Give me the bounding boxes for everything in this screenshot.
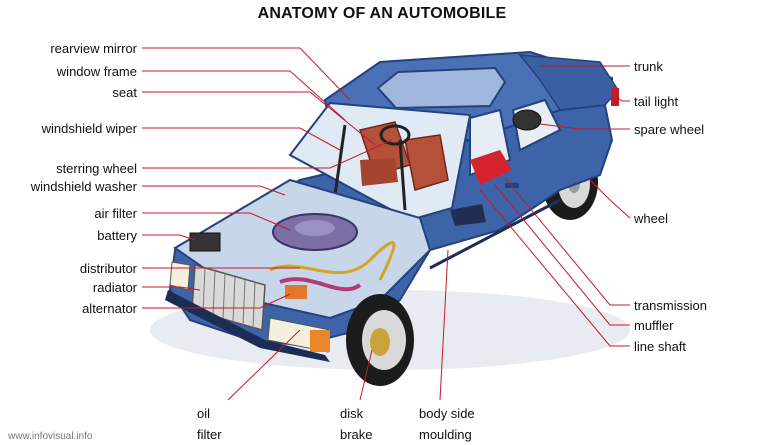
label-trunk: trunk: [634, 59, 663, 74]
leader-alternator: [142, 294, 290, 308]
label-muffler: muffler: [634, 318, 674, 333]
label-body-side-moulding: body side moulding: [419, 406, 475, 442]
label-windshield-wiper: windshield wiper: [42, 121, 137, 136]
label-body-side-moulding-line2: moulding: [419, 427, 475, 442]
leader-radiator: [142, 287, 200, 290]
label-transmission: transmission: [634, 298, 707, 313]
label-oil-filter: oil filter: [197, 406, 222, 442]
label-air-filter: air filter: [94, 206, 137, 221]
label-oil-filter-line2: filter: [197, 427, 222, 442]
leader-wheel: [590, 180, 630, 218]
label-disk-brake: disk brake: [340, 406, 373, 442]
leader-tail-light: [618, 98, 630, 101]
label-body-side-moulding-line1: body side: [419, 406, 475, 421]
leader-windshield-wiper: [142, 128, 340, 150]
leader-steering-wheel: [142, 140, 392, 168]
diagram-title: ANATOMY OF AN AUTOMOBILE: [0, 5, 764, 23]
leader-body-side-moulding: [440, 250, 448, 400]
label-radiator: radiator: [93, 280, 137, 295]
leader-windshield-washer: [142, 186, 285, 195]
label-battery: battery: [97, 228, 137, 243]
label-rearview-mirror: rearview mirror: [50, 41, 137, 56]
leader-disk-brake: [360, 350, 372, 400]
label-disk-brake-line2: brake: [340, 427, 373, 442]
label-spare-wheel: spare wheel: [634, 122, 704, 137]
label-line-shaft: line shaft: [634, 339, 686, 354]
label-seat: seat: [112, 85, 137, 100]
label-windshield-washer: windshield washer: [31, 179, 137, 194]
label-steering-wheel: sterring wheel: [56, 161, 137, 176]
leader-oil-filter: [228, 330, 300, 400]
label-distributor: distributor: [80, 261, 137, 276]
source-credit: www.infovisual.info: [8, 431, 92, 442]
label-alternator: alternator: [82, 301, 137, 316]
label-window-frame: window frame: [57, 64, 137, 79]
leader-spare-wheel: [540, 124, 630, 129]
label-oil-filter-line1: oil: [197, 406, 222, 421]
leader-transmission: [505, 178, 630, 305]
label-tail-light: tail light: [634, 94, 678, 109]
leader-air-filter: [142, 213, 290, 230]
label-disk-brake-line1: disk: [340, 406, 373, 421]
label-wheel: wheel: [634, 211, 668, 226]
leader-battery: [142, 235, 195, 240]
leader-seat: [142, 92, 375, 145]
